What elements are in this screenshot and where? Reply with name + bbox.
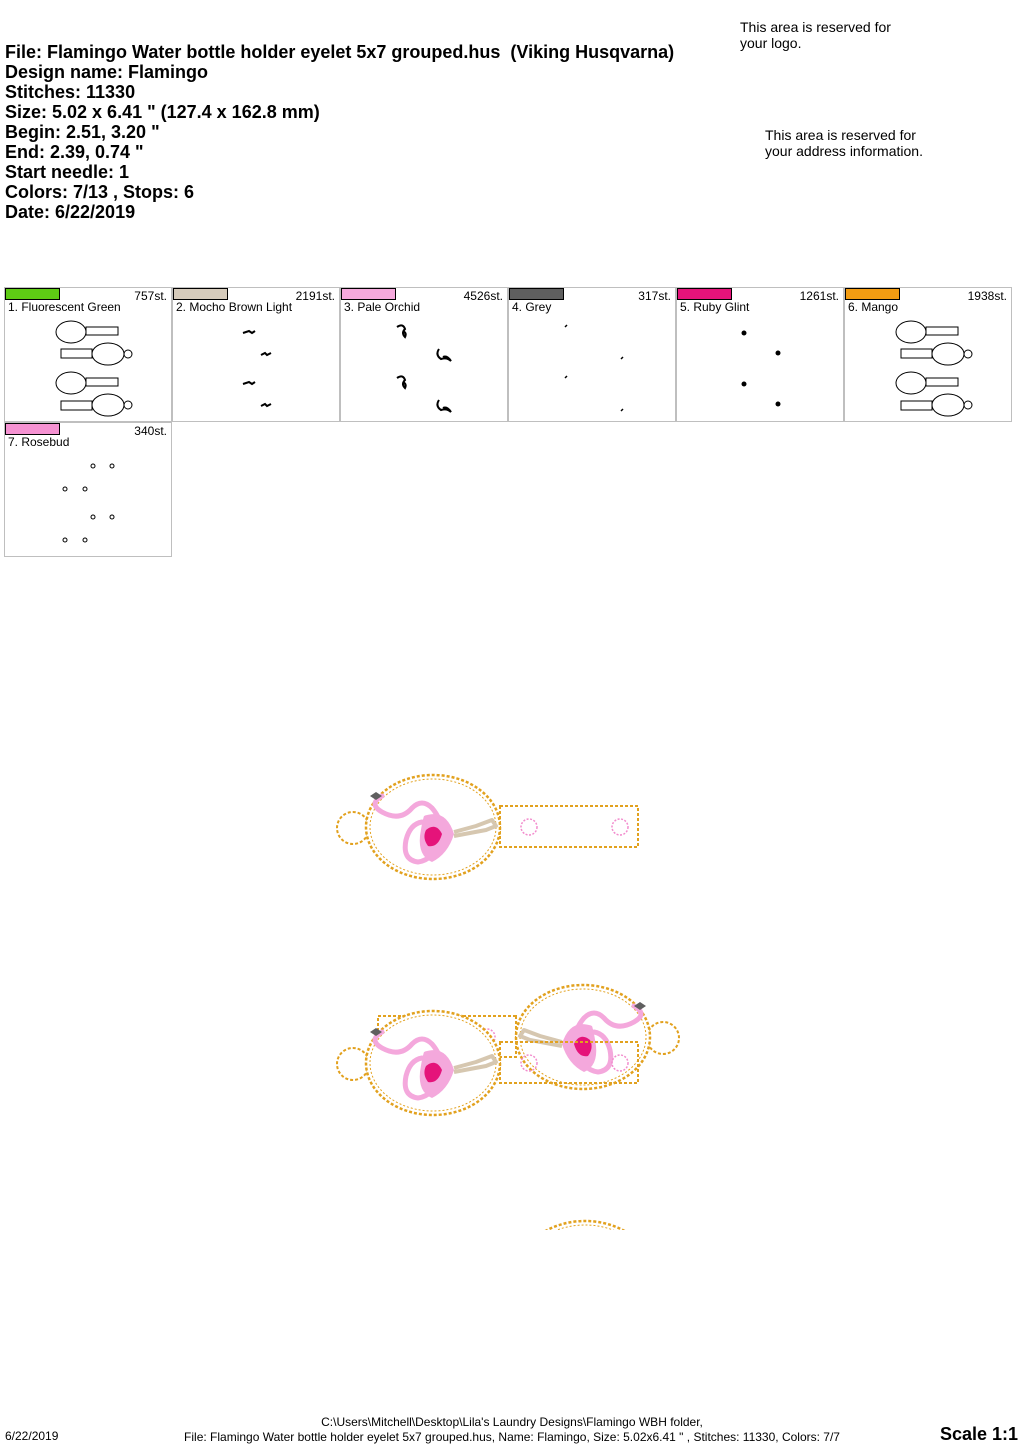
file-name: File: Flamingo Water bottle holder eyele… xyxy=(5,42,675,62)
footer-path-line: C:\Users\Mitchell\Desktop\Lila's Laundry… xyxy=(321,1415,703,1429)
stitch-total: Stitches: 11330 xyxy=(5,82,136,102)
flamingo-body-thumbnail xyxy=(396,324,452,413)
color-stops: Colors: 7/13 , Stops: 6 xyxy=(5,182,195,202)
legs-thumbnail xyxy=(242,329,272,408)
color-name: 2. Mocho Brown Light xyxy=(176,300,293,314)
stitch-count: 340st. xyxy=(134,424,167,438)
design-date: Date: 6/22/2019 xyxy=(5,202,136,222)
design-size: Size: 5.02 x 6.41 " (127.4 x 162.8 mm) xyxy=(5,102,320,122)
eyelet-thumbnail xyxy=(62,463,115,543)
color-swatch xyxy=(341,288,396,300)
color-cell-1: 757st. 1. Fluorescent Green xyxy=(4,287,172,422)
color-swatch xyxy=(677,288,732,300)
holder-4 xyxy=(380,1221,681,1230)
design-info: File: Flamingo Water bottle holder eyele… xyxy=(5,42,674,222)
color-cell-7: 340st. 7. Rosebud xyxy=(4,422,172,557)
color-name: 1. Fluorescent Green xyxy=(8,300,121,314)
scale-label: Scale 1:1 xyxy=(939,1424,1018,1444)
color-swatch xyxy=(845,288,900,300)
stitch-count: 1261st. xyxy=(799,289,839,303)
holder-1 xyxy=(337,775,638,879)
color-name: 5. Ruby Glint xyxy=(680,300,750,314)
begin-point: Begin: 2.51, 3.20 " xyxy=(5,122,160,142)
end-point: End: 2.39, 0.74 " xyxy=(5,142,144,162)
color-swatch xyxy=(5,288,60,300)
footer-date: 6/22/2019 xyxy=(5,1429,59,1443)
color-sequence-grid: 757st. 1. Fluorescent Green 2191st. 2. M… xyxy=(4,287,1013,558)
stitch-count: 757st. xyxy=(134,289,167,303)
design-name: Design name: Flamingo xyxy=(5,62,209,82)
color-cell-5: 1261st. 5. Ruby Glint xyxy=(676,287,844,422)
color-name: 3. Pale Orchid xyxy=(344,300,421,314)
color-cell-6: 1938st. 6. Mango xyxy=(844,287,1012,422)
address-placeholder: This area is reserved for your address i… xyxy=(765,127,923,159)
footer-file-info: C:\Users\Mitchell\Desktop\Lila's Laundry… xyxy=(0,1415,1024,1445)
color-name: 4. Grey xyxy=(512,300,552,314)
color-name: 7. Rosebud xyxy=(8,435,70,449)
start-needle: Start needle: 1 xyxy=(5,162,130,182)
color-swatch xyxy=(173,288,228,300)
footer-summary-line: File: Flamingo Water bottle holder eyele… xyxy=(184,1430,840,1444)
color-swatch xyxy=(5,423,60,435)
outline-thumbnail xyxy=(895,320,973,417)
stitch-count: 2191st. xyxy=(295,289,335,303)
color-cell-4: 317st. 4. Grey xyxy=(508,287,676,422)
stitch-count: 1938st. xyxy=(967,289,1007,303)
design-preview xyxy=(330,770,690,1230)
beak-thumbnail xyxy=(564,324,624,412)
stitch-count: 317st. xyxy=(638,289,671,303)
color-swatch xyxy=(509,288,564,300)
color-cell-3: 4526st. 3. Pale Orchid xyxy=(340,287,508,422)
wing-thumbnail xyxy=(741,330,781,407)
stitch-count: 4526st. xyxy=(463,289,503,303)
outline-thumbnail xyxy=(55,320,133,417)
color-name: 6. Mango xyxy=(848,300,899,314)
logo-placeholder: This area is reserved for your logo. xyxy=(740,19,891,51)
color-cell-2: 2191st. 2. Mocho Brown Light xyxy=(172,287,340,422)
